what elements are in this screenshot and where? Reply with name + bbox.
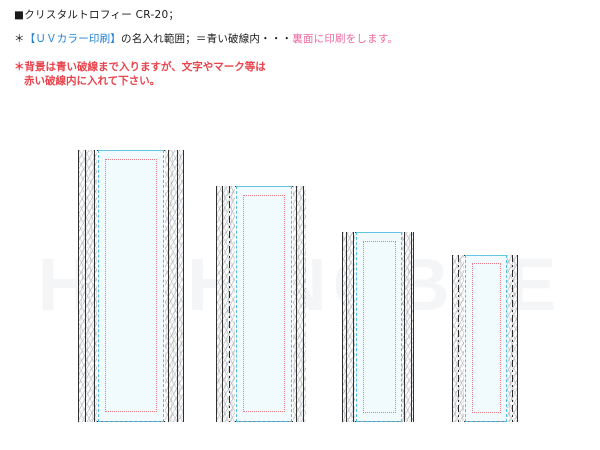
trophy-medium-edge-rule-0 <box>222 186 223 422</box>
trophy-small-edge-rule-2 <box>404 232 405 422</box>
trophy-large-edge-rule-1 <box>94 150 95 422</box>
print-method-label: 【ＵＶカラー印刷】 <box>24 33 122 45</box>
trophy-xsmall <box>452 255 518 422</box>
trophy-medium <box>216 186 306 422</box>
warning-note-line2: 赤い破線内に入れて下さい。 <box>24 75 161 87</box>
trophy-medium-blue-print-area <box>236 186 292 422</box>
trophy-small <box>342 232 414 422</box>
trophy-xsmall-red-safe-area <box>472 263 501 413</box>
trophy-medium-red-safe-area <box>243 195 285 412</box>
trophy-medium-texture-left <box>217 186 235 422</box>
print-area-note: ＊【ＵＶカラー印刷】の名入れ範囲；＝青い破線内・・・裏面に印刷をします。 <box>14 32 574 46</box>
trophy-large-red-safe-area <box>105 159 157 412</box>
trophy-medium-texture-right <box>293 186 306 422</box>
print-note-middle: の名入れ範囲；＝青い破線内・・・ <box>121 33 293 45</box>
trophy-large-edge-rule-3 <box>177 150 178 422</box>
trophy-large-texture-left <box>79 150 97 422</box>
trophy-large-texture-right <box>165 150 183 422</box>
trophy-small-texture-right <box>402 232 413 422</box>
warning-note: ＊背景は青い破線まで入りますが、文字やマーク等は 赤い破線内に入れて下さい。 <box>14 60 574 88</box>
trophy-xsmall-blue-top-edge <box>465 255 507 256</box>
print-note-prefix: ＊ <box>14 33 25 45</box>
trophy-xsmall-centerline-1 <box>512 255 514 422</box>
trophy-xsmall-centerline-0 <box>458 255 460 422</box>
trophy-small-blue-top-edge <box>356 232 402 233</box>
trophy-large-edge-rule-0 <box>85 150 86 422</box>
trophy-large <box>78 150 184 422</box>
trophy-large-blue-print-area <box>98 150 164 422</box>
trophy-medium-blue-top-edge <box>236 186 292 187</box>
warning-note-line1: ＊背景は青い破線まで入りますが、文字やマーク等は <box>14 61 266 73</box>
trophy-medium-edge-rule-1 <box>296 186 297 422</box>
product-title: ■クリスタルトロフィー CR-20； <box>14 9 180 21</box>
trophy-medium-centerline-0 <box>229 186 231 422</box>
trophy-small-edge-rule-0 <box>346 232 347 422</box>
trophy-medium-edge-rule-2 <box>303 186 304 422</box>
trophy-small-edge-rule-3 <box>411 232 412 422</box>
trophy-large-edge-rule-2 <box>168 150 169 422</box>
trophy-small-edge-rule-1 <box>353 232 354 422</box>
trophy-small-red-safe-area <box>363 241 396 413</box>
trophy-large-blue-top-edge <box>98 150 164 151</box>
header-text-block: ■クリスタルトロフィー CR-20； ＊【ＵＶカラー印刷】の名入れ範囲；＝青い破… <box>14 8 574 88</box>
print-side-label: 裏面に印刷をします。 <box>292 33 399 45</box>
